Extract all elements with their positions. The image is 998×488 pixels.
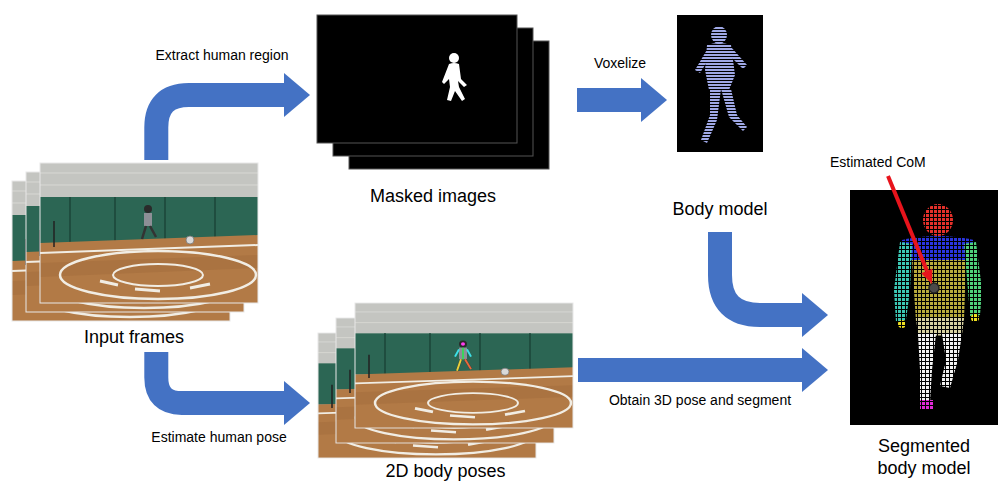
illustration-part xyxy=(40,245,258,253)
image-caption: 2D body poses xyxy=(385,460,505,482)
illustration-part xyxy=(355,303,573,428)
illustration-part xyxy=(355,303,573,335)
illustration xyxy=(850,190,998,425)
illustration-part xyxy=(929,283,939,293)
image-caption: Masked images xyxy=(370,185,496,207)
arrow-shaft xyxy=(578,358,804,382)
illustration-part xyxy=(100,281,210,291)
picture xyxy=(677,15,763,152)
block-arrow xyxy=(720,232,828,337)
picture xyxy=(318,303,573,458)
illustration xyxy=(317,15,517,143)
illustration-part xyxy=(461,342,465,346)
picture xyxy=(10,163,258,321)
illustration-part xyxy=(355,312,573,323)
illustration-part xyxy=(349,370,351,393)
edge-label: Estimate human pose xyxy=(151,428,286,446)
illustration-part xyxy=(142,226,156,239)
illustration-part xyxy=(459,348,467,360)
illustration-part xyxy=(113,264,203,286)
edge-label: Obtain 3D pose and segment xyxy=(609,391,791,409)
illustration-part xyxy=(40,197,258,243)
illustration-part xyxy=(428,393,518,413)
illustration-part xyxy=(695,48,710,73)
illustration-part xyxy=(368,355,370,378)
illustration-part xyxy=(501,368,509,375)
illustration-part xyxy=(53,221,55,247)
illustration-part xyxy=(677,15,763,152)
illustration-part xyxy=(355,333,573,374)
block-arrow xyxy=(156,352,310,425)
illustration-part xyxy=(355,376,573,383)
edge-label: Voxelize xyxy=(594,54,646,72)
illustration-part xyxy=(462,348,464,360)
illustration-part xyxy=(375,382,571,425)
illustration-part xyxy=(921,269,932,284)
illustration-part xyxy=(331,385,333,408)
image-panel: Segmented body model xyxy=(850,190,998,479)
illustration-part xyxy=(701,89,721,143)
illustration-part xyxy=(415,408,525,417)
illustration-part xyxy=(695,26,747,143)
arrow-head xyxy=(641,78,667,122)
callout-label: Estimated CoM xyxy=(830,153,926,171)
image-caption: Body model xyxy=(672,198,767,220)
image-panel: Body model xyxy=(677,15,763,220)
arrow-shaft xyxy=(577,88,643,112)
illustration-part xyxy=(888,176,927,271)
illustration-part xyxy=(721,89,747,131)
illustration-part xyxy=(144,213,152,226)
block-arrow xyxy=(577,78,667,122)
illustration-part xyxy=(457,359,471,371)
block-arrow xyxy=(156,73,310,160)
illustration-part xyxy=(705,43,735,90)
arrow-head xyxy=(284,73,310,117)
illustration-part xyxy=(711,26,727,44)
illustration-part xyxy=(355,303,573,428)
illustration-part xyxy=(731,47,747,69)
illustration-part xyxy=(70,197,215,243)
illustration xyxy=(677,15,763,152)
illustration-part xyxy=(442,63,467,101)
illustration-part xyxy=(317,15,517,143)
illustration xyxy=(355,303,573,428)
illustration-part xyxy=(40,163,258,303)
illustration-part xyxy=(459,341,467,348)
picture xyxy=(850,190,998,425)
image-caption: Segmented body model xyxy=(867,435,982,479)
illustration-part xyxy=(850,190,998,425)
illustration-part xyxy=(385,333,530,374)
illustration-part xyxy=(40,235,258,303)
arrow-head xyxy=(284,381,310,425)
illustration-part xyxy=(60,251,256,299)
illustration-part xyxy=(144,205,152,213)
illustration-part xyxy=(850,190,998,425)
arrow-head xyxy=(802,293,828,337)
illustration-part xyxy=(457,359,461,371)
image-panel: Input frames xyxy=(10,163,258,348)
arrow-shaft xyxy=(156,95,286,160)
illustration-part xyxy=(465,359,471,369)
image-panel: 2D body poses xyxy=(318,303,573,482)
image-panel: Masked images xyxy=(317,15,549,207)
illustration-part xyxy=(40,173,258,185)
illustration-part xyxy=(355,367,573,428)
arrow-shaft xyxy=(720,232,804,315)
illustration xyxy=(40,163,258,303)
picture xyxy=(317,15,549,169)
arrow-shaft xyxy=(156,352,286,403)
illustration-part xyxy=(40,163,258,303)
illustration-part xyxy=(186,236,194,244)
arrow-head xyxy=(802,348,828,392)
illustration-part xyxy=(40,163,258,199)
illustration-part xyxy=(449,53,459,63)
block-arrow xyxy=(578,348,828,392)
image-caption: Input frames xyxy=(84,326,184,348)
edge-label: Extract human region xyxy=(155,46,288,64)
